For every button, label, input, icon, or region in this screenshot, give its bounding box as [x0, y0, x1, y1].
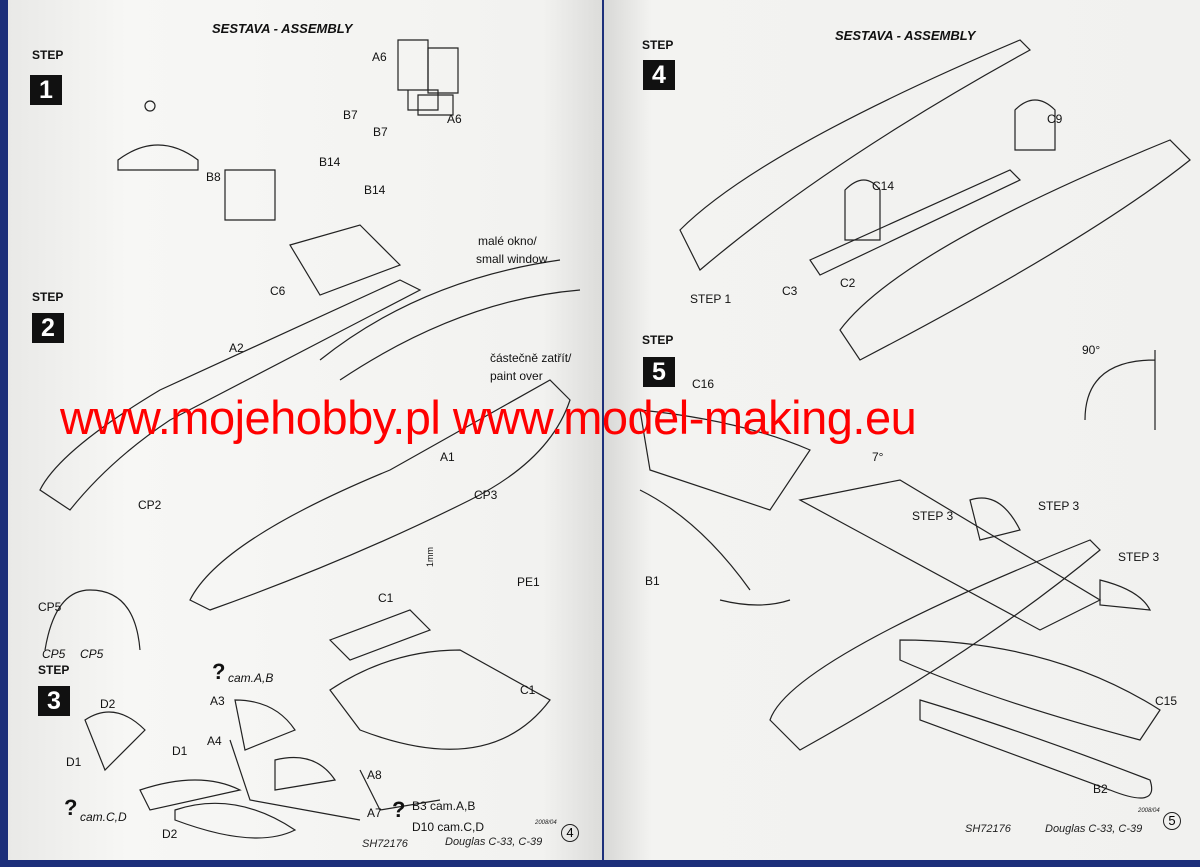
- step-5-number: 5: [643, 357, 675, 387]
- footer-title: Douglas C-33, C-39: [445, 836, 543, 848]
- part-label: C6: [270, 284, 286, 298]
- part-label: C1: [378, 591, 394, 605]
- part-label: D2: [162, 827, 178, 841]
- note-step1: STEP 1: [690, 292, 732, 306]
- seat-a6-2: [417, 47, 459, 116]
- note-step3: STEP 3: [912, 509, 954, 523]
- part-label: C9: [1047, 112, 1063, 126]
- part-label: A8: [367, 768, 382, 782]
- part-label: B14: [319, 155, 341, 169]
- part-label: CP5: [80, 647, 104, 661]
- instrument-panel: [117, 144, 199, 171]
- part-label: C2: [840, 276, 856, 290]
- part-label: A6: [447, 112, 462, 126]
- part-label: A3: [210, 694, 225, 708]
- note-angle-90: 90°: [1082, 343, 1101, 357]
- part-label: C15: [1155, 694, 1178, 708]
- note-d10: D10 cam.C,D: [412, 820, 485, 834]
- part-label: D1: [172, 744, 188, 758]
- part-label: CP5: [38, 600, 62, 614]
- step-4-number: 4: [643, 60, 675, 90]
- cockpit-floor-c6: [289, 224, 402, 296]
- fuselage-step5: [769, 539, 1101, 751]
- left-header: SESTAVA - ASSEMBLY: [212, 21, 353, 36]
- part-label: A6: [372, 50, 387, 64]
- footer-date: 2008/04: [535, 820, 557, 826]
- part-label: CP3: [474, 488, 498, 502]
- fuselage-top: [319, 259, 581, 381]
- tail-d1: [84, 711, 297, 839]
- note-small-window-en: small window: [476, 252, 548, 266]
- part-label: B1: [645, 574, 660, 588]
- footer-date: 2008/04: [1138, 808, 1160, 814]
- part-label: A4: [207, 734, 222, 748]
- note-cam-cd: cam.C,D: [80, 810, 127, 824]
- step-2-number: 2: [32, 313, 64, 343]
- floor-c2: [809, 169, 1022, 276]
- wing-c16: [639, 409, 811, 511]
- angle-arc: [1084, 350, 1156, 430]
- question-icon: ?: [392, 797, 406, 822]
- step-2-label: STEP: [32, 290, 64, 304]
- step-3-label: STEP: [38, 663, 70, 677]
- note-b3: B3 cam.A,B: [412, 799, 476, 813]
- part-label: B14: [364, 183, 386, 197]
- part-label: B2: [1093, 782, 1108, 796]
- part-label: CP2: [138, 498, 162, 512]
- question-icon: ?: [212, 659, 226, 684]
- part-label: C14: [872, 179, 895, 193]
- cp5-frame: [44, 589, 141, 651]
- note-dimension: 1mm: [425, 547, 435, 567]
- stabilizer: [969, 497, 1152, 611]
- note-cam-ab: cam.A,B: [228, 671, 274, 685]
- part-label: A1: [440, 450, 455, 464]
- part-ring-b: [144, 100, 156, 112]
- part-label: D1: [66, 755, 82, 769]
- step-3-number: 3: [38, 686, 70, 716]
- tail-a3-a8: [229, 699, 441, 821]
- note-step3: STEP 3: [1118, 550, 1160, 564]
- watermark: www.mojehobby.pl www.model-making.eu: [60, 391, 917, 444]
- page-number: 4: [561, 824, 579, 842]
- bulkhead-b8: [224, 169, 276, 221]
- note-paint-over-cz: částečně zatřít/: [490, 351, 572, 365]
- part-label: B7: [343, 108, 358, 122]
- footer-title: Douglas C-33, C-39: [1045, 823, 1143, 835]
- note-step3: STEP 3: [1038, 499, 1080, 513]
- left-page: [8, 0, 602, 860]
- note-small-window-cz: malé okno/: [478, 234, 537, 248]
- part-label: PE1: [517, 575, 540, 589]
- footer-code: SH72176: [965, 823, 1011, 835]
- part-label: D2: [100, 697, 116, 711]
- part-label: B8: [206, 170, 221, 184]
- note-angle-7: 7°: [872, 450, 884, 464]
- part-label: C1: [520, 683, 536, 697]
- part-label: A7: [367, 806, 382, 820]
- part-label: A2: [229, 341, 244, 355]
- footer-code: SH72176: [362, 838, 408, 850]
- nacelle-b2: [639, 489, 1153, 799]
- step-4-label: STEP: [642, 38, 674, 52]
- bulkhead-c9: [844, 99, 1056, 241]
- part-label: CP5: [42, 647, 66, 661]
- fuselage-half-a2: [39, 279, 422, 511]
- part-label: B7: [373, 125, 388, 139]
- step-1-label: STEP: [32, 48, 64, 62]
- floor-c1: [328, 609, 551, 750]
- fuselage-step4: [679, 39, 1191, 361]
- right-page: [604, 0, 1200, 860]
- wing-c15: [899, 639, 1161, 741]
- fuselage-half-a1: [189, 379, 571, 611]
- note-paint-over-en: paint over: [490, 369, 543, 383]
- page-number: 5: [1163, 812, 1181, 830]
- question-icon: ?: [64, 795, 78, 820]
- part-label: C16: [692, 377, 715, 391]
- right-header: SESTAVA - ASSEMBLY: [835, 28, 976, 43]
- part-label: C3: [782, 284, 798, 298]
- step-5-label: STEP: [642, 333, 674, 347]
- step-1-number: 1: [30, 75, 62, 105]
